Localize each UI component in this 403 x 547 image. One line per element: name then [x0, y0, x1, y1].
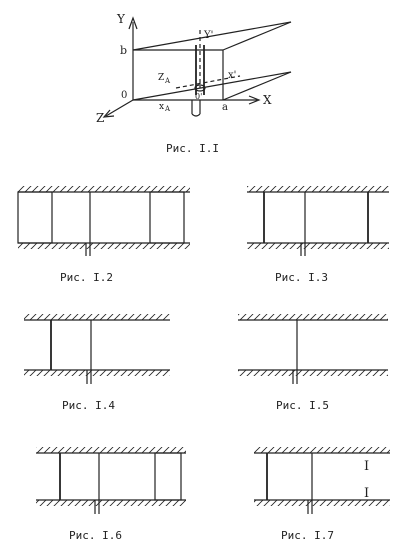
caption-fig-4: Рис. I.4: [62, 399, 115, 412]
caption-fig-5: Рис. I.5: [276, 399, 329, 412]
caption-fig-2: Рис. I.2: [60, 271, 113, 284]
axis-y-prime-label: Y': [203, 30, 213, 41]
figure-3-diagram: [247, 186, 389, 256]
xa-subscript-label: A: [164, 105, 171, 113]
figure-6-diagram: [36, 447, 186, 514]
z-axis: [105, 99, 134, 117]
figure-4-diagram: [24, 314, 170, 384]
width-a-label: a: [222, 102, 228, 113]
axis-x-prime-label: x': [228, 70, 236, 81]
axis-z-label: Z: [96, 111, 104, 125]
axis-y-label: Y: [116, 12, 126, 26]
z-axis-arrow-icon: [102, 109, 115, 118]
x-axis-arrow-icon: [248, 95, 261, 105]
origin-prime-label: 0': [195, 92, 202, 101]
figure-2-diagram: [17, 186, 190, 256]
section-marker-bottom: I: [364, 486, 369, 501]
axis-x-label: X: [263, 93, 272, 107]
figure-1-diagram: Y Y' X x' Z Z A b 0 0' x A a: [96, 12, 292, 125]
figure-7-diagram: [254, 447, 390, 514]
y-axis-arrow-icon: [128, 16, 138, 30]
caption-fig-6: Рис. I.6: [69, 529, 122, 542]
caption-fig-7: Рис. I.7: [281, 529, 334, 542]
figure-5-diagram: [238, 314, 388, 384]
section-marker-top: I: [364, 459, 369, 474]
xa-label: x: [159, 102, 164, 112]
height-b-label: b: [120, 44, 127, 57]
z-subscript-label: A: [164, 77, 171, 85]
axis-z-prime-label: Z: [158, 73, 164, 83]
caption-fig-1: Рис. I.I: [166, 142, 219, 155]
origin-label: 0: [121, 90, 127, 101]
caption-fig-3: Рис. I.3: [275, 271, 328, 284]
